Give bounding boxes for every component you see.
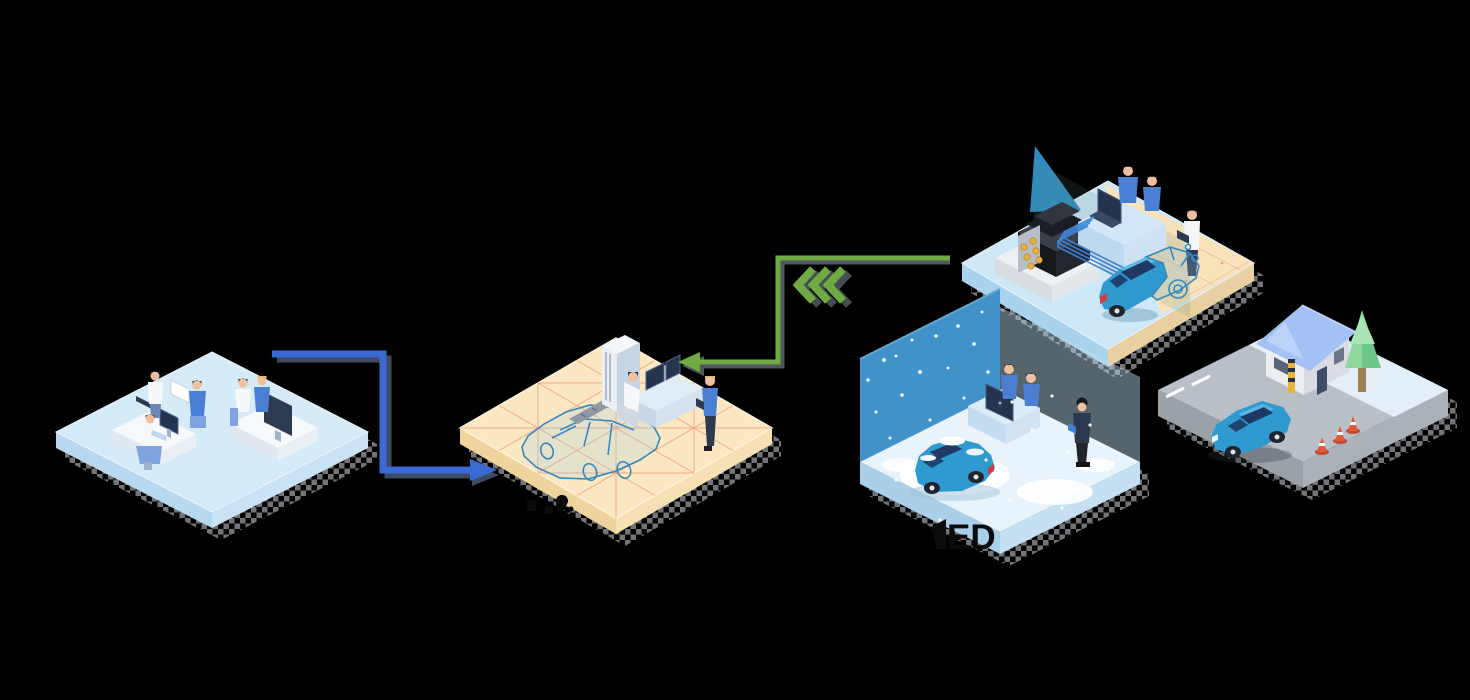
- wireframe-rear: [1143, 243, 1200, 301]
- platform-side: [1000, 462, 1140, 554]
- falling-snow: [894, 394, 1110, 522]
- person-seated: [254, 376, 270, 412]
- person-standing: [148, 371, 163, 418]
- platform-side: [212, 432, 368, 528]
- laptop: [136, 396, 152, 409]
- arrowhead: [678, 352, 700, 372]
- snow-wall: [860, 289, 1000, 462]
- obscured-label-fragment: [527, 494, 574, 514]
- feedback-arrow-green: [678, 255, 950, 376]
- tablet: [696, 398, 704, 410]
- platform-side: [1108, 263, 1254, 367]
- platform-top: [54, 351, 370, 513]
- snow-test-car: [910, 436, 1000, 501]
- engine-bolts: [1020, 237, 1043, 270]
- label-partial-ed: ED: [947, 518, 996, 557]
- traffic-bollard: [1288, 359, 1295, 393]
- lane-markings: [1165, 374, 1211, 399]
- winter-test-platform: ED: [859, 288, 1140, 557]
- monitor: [159, 408, 179, 438]
- glass-wall: [1000, 307, 1140, 462]
- person-standing: [696, 376, 718, 451]
- person: [1143, 176, 1161, 211]
- person-seated: [189, 380, 206, 428]
- platform-side: [1303, 390, 1448, 488]
- vehicle-design-platform: [458, 335, 774, 534]
- monitor: [645, 354, 681, 391]
- person: [1001, 364, 1018, 399]
- pine-tree: [1345, 310, 1381, 392]
- window: [1334, 347, 1344, 365]
- person-seated: [230, 378, 251, 426]
- screen-sail: [1030, 146, 1081, 212]
- simulation-lab-platform: [960, 146, 1256, 367]
- chair: [136, 446, 162, 464]
- engine-block: [1018, 202, 1090, 277]
- obscured-label-fragment: [931, 519, 946, 549]
- street-scene-platform: [1158, 304, 1448, 488]
- street-car: [1208, 401, 1292, 463]
- traffic-cones: [1315, 416, 1360, 455]
- platform-side: [460, 428, 616, 534]
- gable: [1266, 322, 1304, 360]
- chair: [190, 416, 206, 428]
- tail-light: [1100, 293, 1107, 304]
- handoff-arrow-blue: [272, 350, 499, 486]
- tablet: [151, 430, 167, 441]
- fast-rewind-chevrons-icon: [792, 266, 852, 308]
- person-seated-engineer: [618, 372, 640, 428]
- platform-side: [616, 428, 772, 534]
- office-team-platform: [54, 351, 370, 528]
- platform-side: [860, 462, 1000, 554]
- tail-light: [988, 464, 994, 475]
- whiteboard: [170, 379, 190, 404]
- arrowhead: [470, 459, 497, 481]
- door: [1317, 366, 1327, 395]
- engine-face: [1018, 225, 1040, 273]
- data-cables: [1057, 216, 1151, 288]
- laptop: [1089, 188, 1122, 228]
- headlight: [1212, 434, 1218, 443]
- person-with-laptop: [1177, 210, 1200, 276]
- platform-side: [56, 432, 212, 528]
- monitor: [264, 392, 292, 442]
- window: [1274, 357, 1288, 375]
- person: [1118, 166, 1138, 203]
- person-observer: [1068, 397, 1091, 467]
- chair: [230, 408, 238, 426]
- person: [1023, 373, 1040, 406]
- digital-twin-car: [1099, 243, 1200, 322]
- person-seated: [136, 414, 167, 470]
- wireframe-car: [521, 404, 661, 482]
- chair: [618, 404, 638, 428]
- tablet: [1068, 423, 1076, 434]
